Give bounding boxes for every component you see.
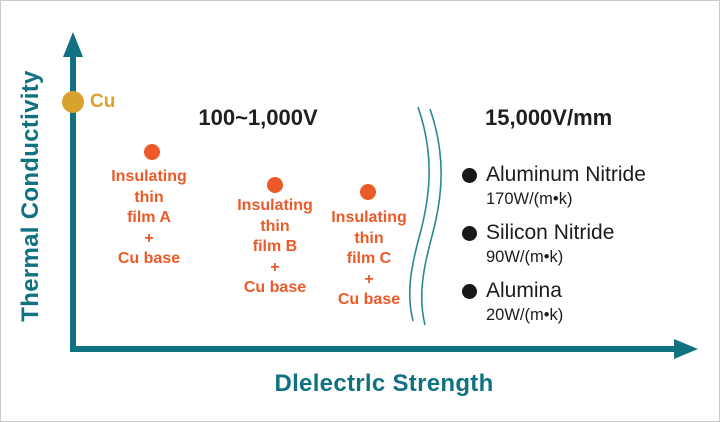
ceramic-name-row: Alumina [462,278,646,304]
film-a-data-point [144,144,160,160]
ceramic-name-row: Silicon Nitride [462,220,646,246]
film-a-label: Insulating thin film A + Cu base [111,168,187,267]
x-axis-arrow-icon [674,339,698,359]
ceramics-list: Aluminum Nitride 170W/(m•k) Silicon Nitr… [462,162,646,325]
film-b-data-point [267,177,283,193]
ceramic-voltage-annotation: 15,000V/mm [485,105,613,130]
x-axis-label: Dlelectrlc Strength [274,370,494,397]
y-axis-label: Thermal Conductivity [17,70,44,322]
wavy-separator-line-left [408,106,430,322]
cu-point-label: Cu [90,91,116,112]
cu-data-point [62,91,84,113]
ceramic-name-row: Aluminum Nitride [462,162,646,188]
ceramic-name: Aluminum Nitride [486,163,646,186]
list-item: Silicon Nitride 90W/(m•k) [462,220,646,267]
y-axis-arrow-icon [63,32,83,57]
bullet-icon [462,225,477,241]
wavy-separator-line-right [420,108,442,326]
bullet-icon [462,283,477,299]
list-item: Alumina 20W/(m•k) [462,278,646,325]
film-c-data-point [360,184,376,200]
ceramic-value: 170W/(m•k) [486,190,573,208]
film-b-label: Insulating thin film B + Cu base [237,197,313,296]
bullet-icon [462,167,477,183]
ceramic-value: 20W/(m•k) [486,306,564,324]
ceramic-value: 90W/(m•k) [486,248,564,266]
list-item: Aluminum Nitride 170W/(m•k) [462,162,646,209]
ceramic-name: Silicon Nitride [486,221,615,244]
film-voltage-annotation: 100~1,000V [198,105,318,130]
ceramic-name: Alumina [486,279,562,302]
film-c-label: Insulating thin film C + Cu base [331,209,407,308]
